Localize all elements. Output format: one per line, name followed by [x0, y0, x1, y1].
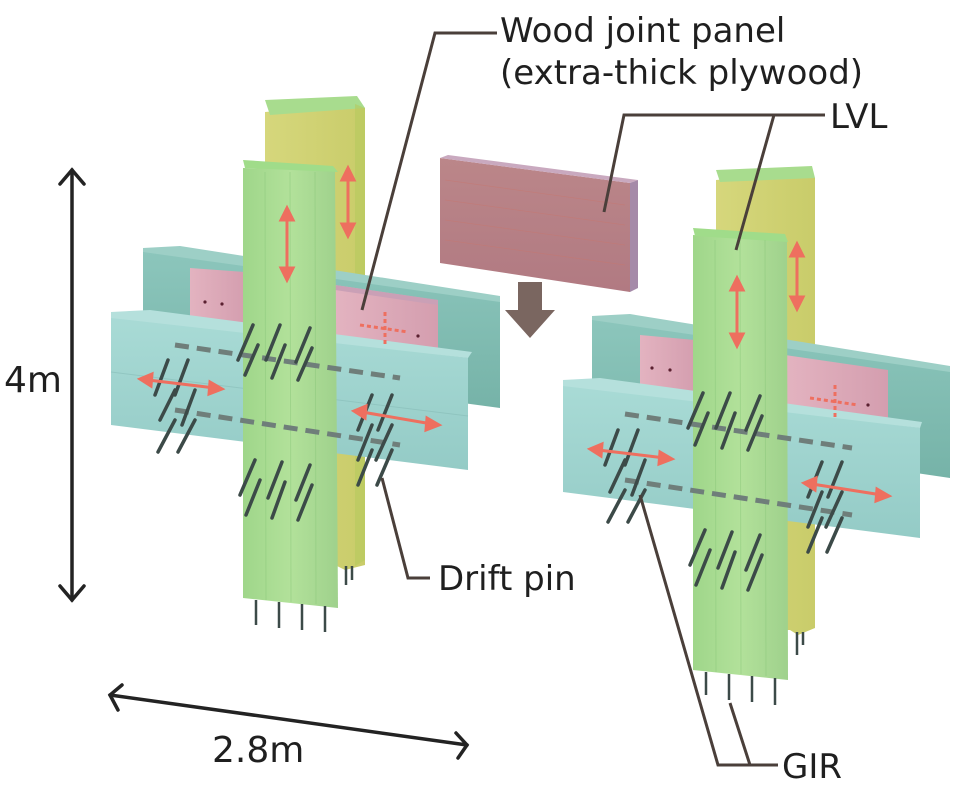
wood-joint-panel-loose: [440, 155, 638, 292]
dimension-height: [58, 167, 86, 603]
leader-wood-joint-panel: [360, 31, 497, 311]
drift-pins-right: [603, 391, 844, 592]
gir-rods-bottom-right: [704, 632, 805, 705]
leader-drift-pin: [380, 477, 430, 580]
label-drift-pin: Drift pin: [438, 559, 576, 599]
label-wood-joint-panel-line1: Wood joint panel: [500, 11, 785, 51]
label-wood-joint-panel-line2: (extra-thick plywood): [500, 53, 863, 93]
dimension-height-label: 4m: [4, 360, 62, 401]
lvl-column-front-right: [693, 228, 788, 680]
leader-gir: [728, 702, 778, 767]
gir-lines-left: [174, 342, 401, 448]
drift-pins-left: [153, 323, 394, 522]
gir-rods-bottom-left: [254, 566, 354, 632]
insert-arrow-icon: [505, 282, 555, 338]
assembled-joint-left: [110, 96, 500, 632]
assembled-joint-right: [563, 166, 950, 705]
leader-lines: [360, 31, 825, 767]
label-gir: GIR: [782, 747, 842, 787]
dimension-width-label: 2.8m: [212, 730, 304, 771]
gir-lines-right: [624, 411, 853, 518]
label-lvl: LVL: [830, 97, 887, 137]
force-arrows-right: [586, 240, 893, 504]
dimension-width: [107, 683, 470, 760]
lvl-column-front: [243, 160, 338, 608]
force-arrows-left: [136, 164, 443, 433]
